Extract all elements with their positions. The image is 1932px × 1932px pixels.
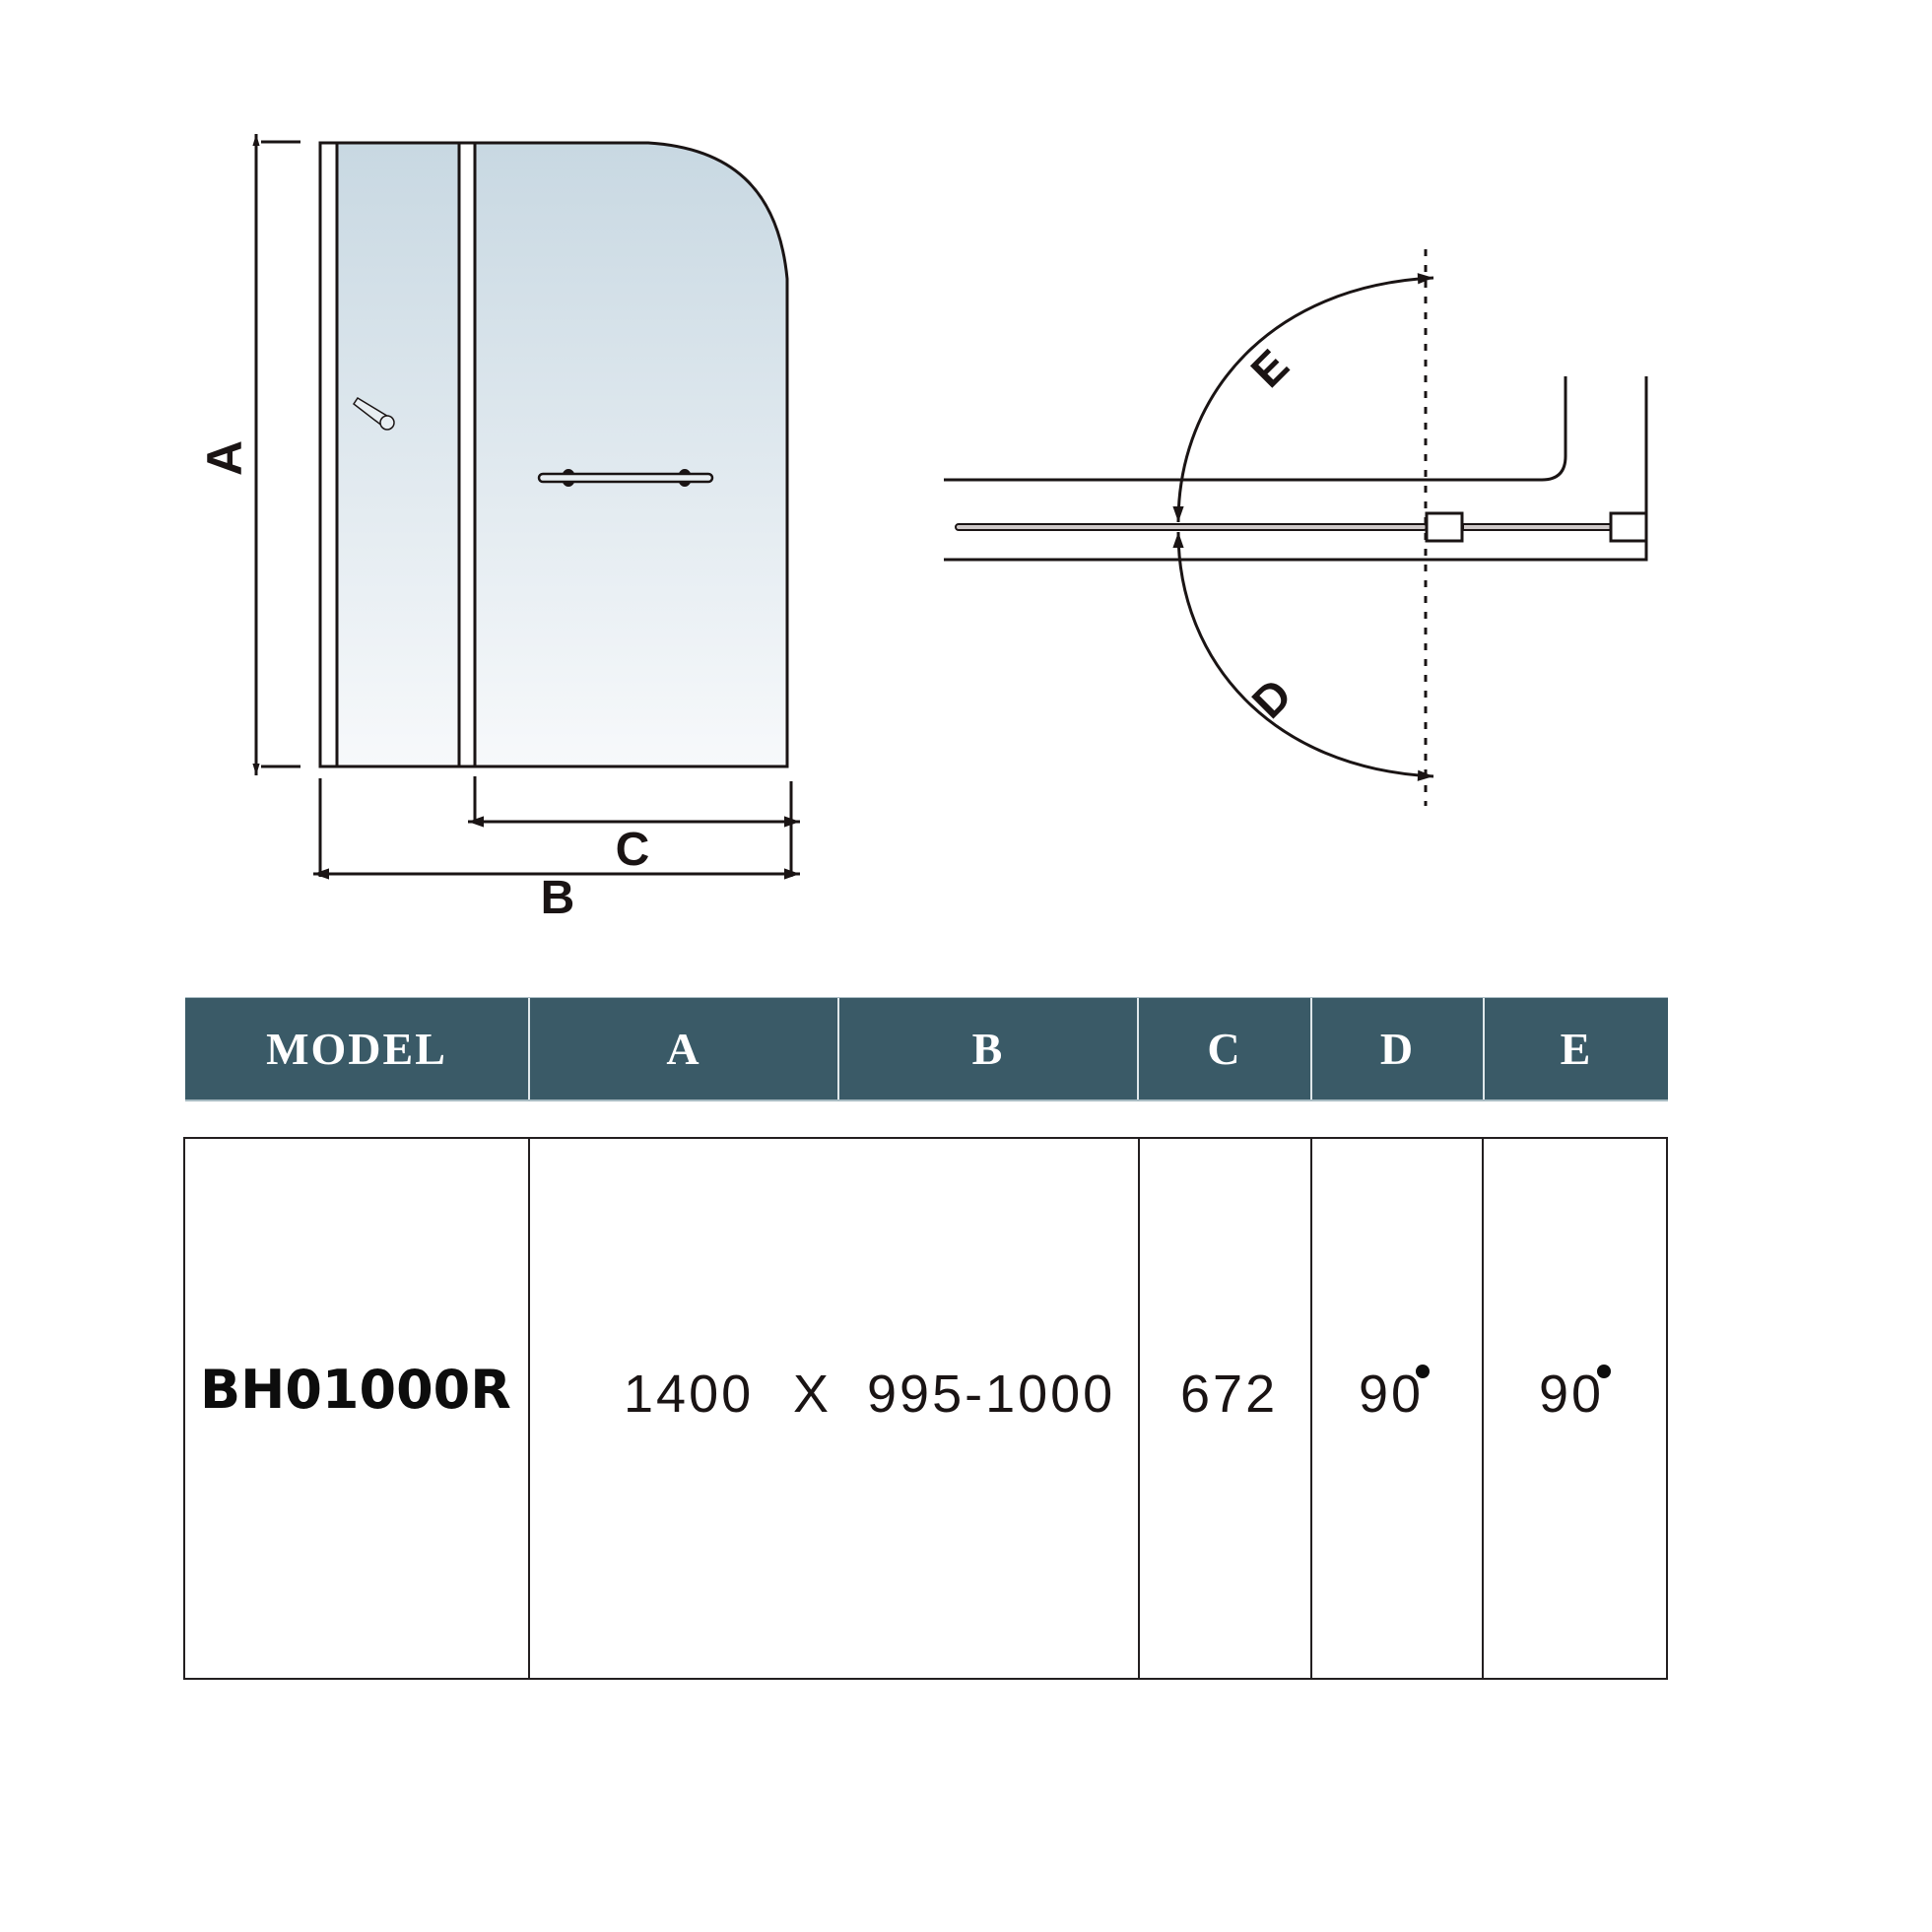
header-a: A [528, 998, 837, 1099]
value-e: 90 [1539, 1365, 1605, 1424]
wall-bracket-icon [1609, 511, 1648, 543]
header-model: MODEL [266, 1024, 447, 1074]
swing-arc-d [1172, 531, 1434, 781]
dimension-c: C [468, 776, 800, 877]
front-view: A C B [197, 134, 800, 924]
cell-e [1482, 1139, 1669, 1678]
value-d: 90 [1359, 1365, 1425, 1424]
value-b: 995-1000 [867, 1365, 1116, 1424]
label-e: E [1240, 339, 1298, 396]
header-b: B [837, 998, 1137, 1099]
label-b: B [541, 872, 575, 924]
fixed-glass-panel [337, 143, 459, 766]
cell-d [1310, 1139, 1484, 1678]
value-c: 672 [1180, 1365, 1279, 1424]
header-d: D [1310, 998, 1483, 1099]
dimension-a: A [197, 134, 300, 775]
header-e: E [1483, 998, 1668, 1099]
technical-drawing: A C B E D [197, 134, 1648, 924]
value-a: 1400 [624, 1365, 755, 1424]
spec-table-header: MODEL A B C D E [185, 997, 1668, 1101]
top-view: E D [944, 249, 1648, 806]
header-c: C [1137, 998, 1310, 1099]
door-glass-panel [475, 143, 787, 766]
label-c: C [616, 824, 650, 876]
label-d: D [1242, 669, 1301, 728]
degree-icon [1597, 1365, 1611, 1378]
label-a: A [197, 440, 252, 476]
door-knob-icon [352, 396, 395, 431]
spec-table-row [183, 1137, 1668, 1680]
degree-icon [1416, 1365, 1430, 1378]
hinge-block-icon [1425, 511, 1464, 543]
cell-c [1138, 1139, 1311, 1678]
towel-bar-icon [537, 469, 714, 487]
panel-outline [318, 141, 789, 768]
model-value: BH01000R [200, 1359, 511, 1421]
dimension-b: B [313, 778, 800, 924]
swing-arc-e [1172, 273, 1434, 523]
cell-a-b [528, 1139, 1139, 1678]
dimension-separator: X [793, 1365, 833, 1424]
